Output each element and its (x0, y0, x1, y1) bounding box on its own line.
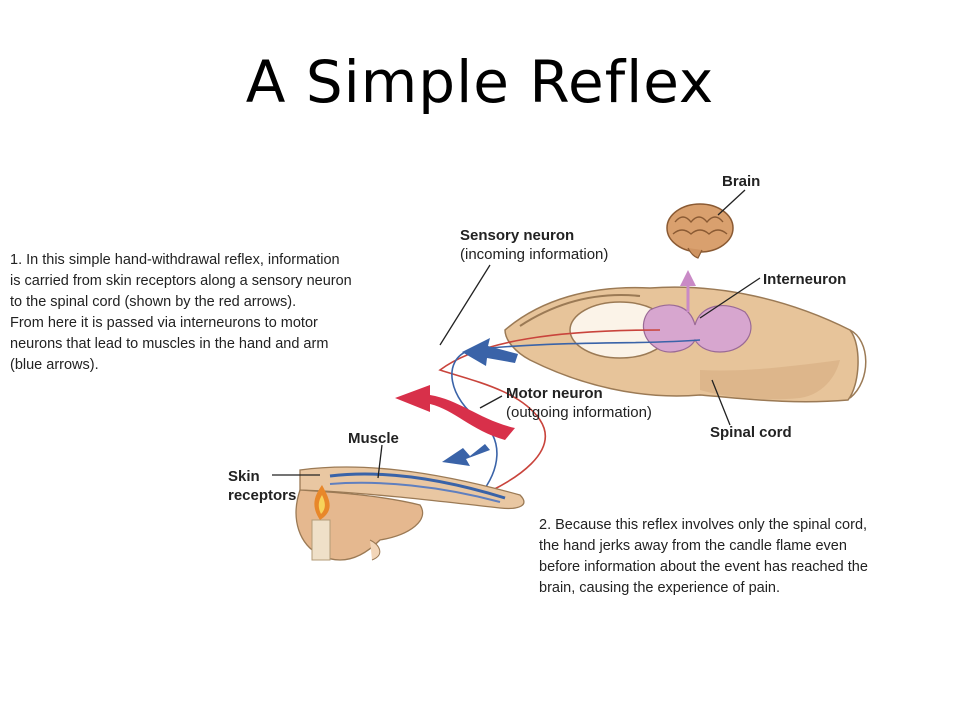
motor-blue-arrow-upper (462, 338, 518, 366)
leader-interneuron (699, 277, 761, 319)
leader-spinal-cord (711, 379, 731, 426)
sensory-neuron-path (438, 329, 661, 501)
leader-sensory-neuron (439, 264, 491, 346)
leader-brain (717, 189, 746, 216)
spinal-cord-illustration (504, 286, 867, 403)
motor-blue-arrow-lower (442, 444, 490, 466)
label-skin-receptors: Skin receptors (228, 468, 297, 504)
sensory-red-arrow (395, 385, 515, 440)
label-brain: Brain (722, 173, 761, 190)
label-interneuron: Interneuron (763, 271, 847, 288)
brain-illustration (666, 203, 734, 259)
arm-illustration (299, 466, 525, 510)
label-muscle: Muscle (348, 430, 399, 447)
leader-motor-neuron (479, 395, 503, 409)
motor-neuron-path (451, 339, 701, 496)
label-sensory-neuron: Sensory neuron(incoming information) (460, 227, 609, 263)
label-spinal-cord: Spinal cord (710, 424, 792, 441)
note-step-2: 2. Because this reflex involves only the… (539, 517, 868, 596)
candle-flame (311, 485, 331, 561)
ascending-arrow (680, 270, 696, 312)
slide-title: A Simple Reflex (245, 48, 715, 116)
leader-muscle (377, 444, 383, 479)
label-motor-neuron: Motor neuron(outgoing information) (506, 385, 652, 421)
note-step-1: 1. In this simple hand-withdrawal reflex… (10, 252, 352, 373)
